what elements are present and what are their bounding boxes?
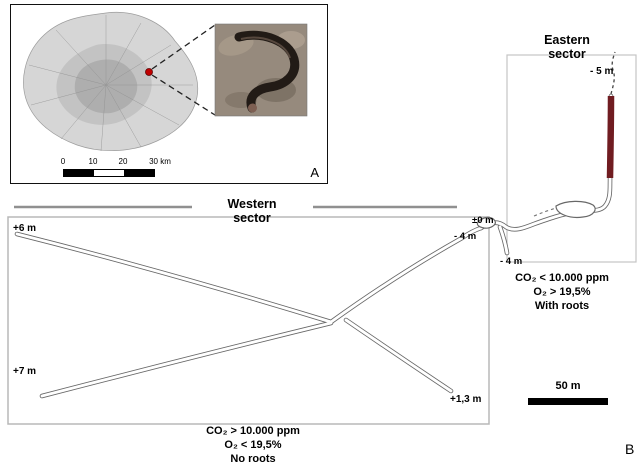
survey-scale-bar [528,398,608,405]
panel-b-label: B [625,441,635,457]
highlighted-passage [606,95,615,179]
cave-passage-walls [14,93,614,399]
chamber-datum [476,216,496,229]
map-scale-bar [63,169,155,177]
elevation-label-minus4-a: - 4 m [454,231,477,242]
zoom-connector-lines [151,24,216,116]
elevation-label-plus7: +7 m [13,366,37,377]
specimen-worm-sheen [240,36,291,59]
specimen-worm-head [248,103,257,113]
specimen-photo [214,23,308,117]
dashed-passage-continuation [610,51,616,95]
location-marker-dot [145,68,153,76]
relief-valley-lines [28,15,193,152]
eastern-sector-title-line2: sector [548,47,586,62]
elevation-label-plus1-3: +1,3 m [450,394,482,405]
western-sector-title-line1: Western [227,197,277,211]
chamber-east [555,200,596,219]
scale-tick-label: 20 [118,157,128,166]
elevation-label-minus5: - 5 m [590,66,614,77]
location-map-panel: 0 10 20 30 km A [10,4,328,184]
western-o2: O₂ < 19,5% [224,438,282,451]
island-map [23,11,199,152]
scale-tick-label: 10 [88,157,98,166]
dashed-wall-segment [533,207,557,217]
cave-passage-interior [15,94,613,398]
western-co2: CO₂ > 10.000 ppm [206,425,300,437]
specimen-worm-shape [234,30,300,113]
eastern-roots: With roots [534,299,590,312]
elevation-label-plus6: +6 m [13,223,37,234]
eastern-sector-title-line1: Eastern [544,33,590,47]
island-map-svg [23,11,308,152]
scale-tick-label: 0 [60,157,66,166]
western-sector-title: Western sector [227,197,276,226]
eastern-sector-box [506,54,637,263]
western-sector-box [7,216,490,425]
western-roots: No roots [230,452,276,462]
eastern-sector-title: Eastern sector [544,33,590,62]
western-conditions: CO₂ > 10.000 ppm O₂ < 19,5% No roots [206,425,300,462]
scale-tick-label: 30 km [149,157,171,166]
panel-a-label: A [310,165,319,180]
elevation-label-minus4-b: - 4 m [500,256,523,267]
survey-scale-label: 50 m [555,380,581,392]
eastern-co2: CO₂ < 10.000 ppm [515,272,609,284]
eastern-o2: O₂ > 19,5% [533,285,591,298]
eastern-conditions: CO₂ < 10.000 ppm O₂ > 19,5% With roots [515,272,609,313]
elevation-label-zero: ±0 m [472,215,494,226]
western-sector-title-line2: sector [233,211,271,226]
